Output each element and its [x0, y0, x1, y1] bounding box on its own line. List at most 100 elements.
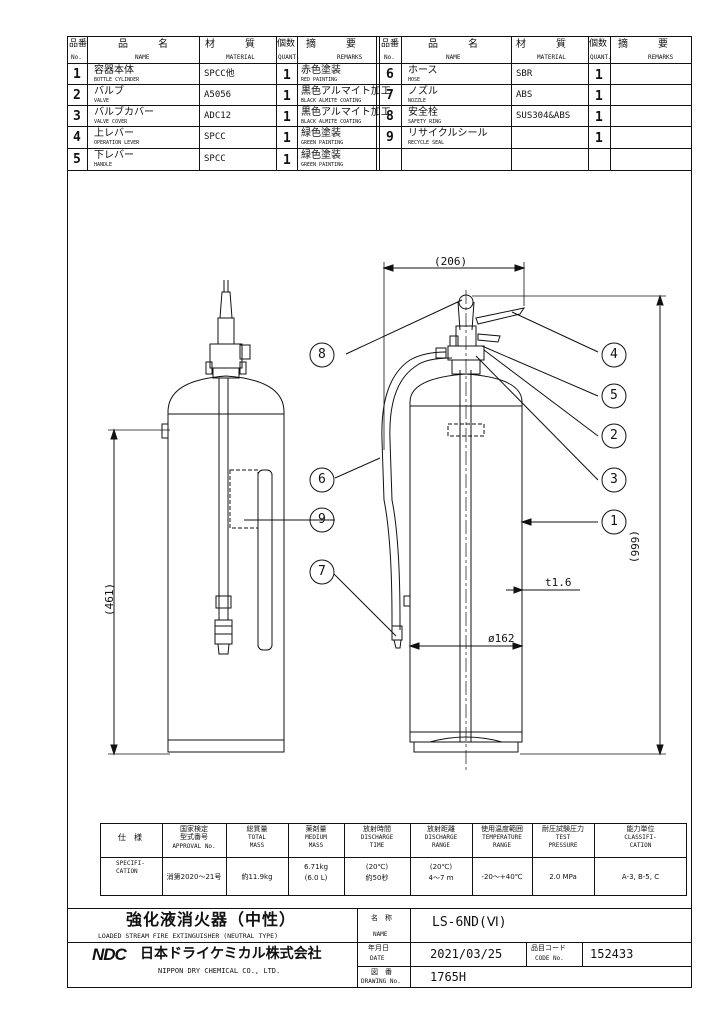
spec-col-en: DISCHARGE RANGE	[424, 834, 458, 849]
spec-value: (20℃)約50秒	[344, 862, 410, 884]
part-name: 容器本体	[94, 65, 134, 76]
drawing-no-value: 1765H	[430, 970, 467, 984]
spec-col-jp: 放射距離	[427, 825, 455, 833]
header-remarks: 摘 要	[306, 39, 356, 50]
part-quant: 1	[283, 110, 291, 125]
spec-col-en: DISCHARGE TIME	[360, 834, 394, 849]
callout-4: 4	[610, 347, 618, 362]
dim-height: (666)	[628, 530, 641, 564]
title-jp: 強化液消火器（中性）	[126, 910, 297, 929]
part-material: SBR	[516, 69, 533, 79]
part-name: リサイクルシール	[408, 128, 488, 139]
header-remarks-en: REMARKS	[337, 54, 363, 61]
part-remarks-en: BLACK ALMITE COATING	[301, 98, 362, 104]
callout-9: 9	[318, 512, 326, 527]
callout-5: 5	[610, 388, 618, 403]
code-label-en: CODE No.	[535, 955, 564, 962]
spec-value: 6.71kg(6.0 L)	[288, 862, 344, 884]
spec-value-v1: 約11.9kg	[241, 873, 273, 881]
part-quant: 1	[283, 89, 291, 104]
spec-col-jp: 使用温度範囲	[481, 825, 523, 833]
spec-value: -20～+40℃	[472, 872, 532, 883]
name-label: 名 称	[371, 914, 392, 922]
part-material: SPCC他	[204, 69, 235, 79]
part-name-en: HANDLE	[94, 162, 113, 168]
header-quant-r: 個数	[589, 39, 608, 49]
header-quant-en-r: QUANT.	[590, 54, 612, 61]
callout-3: 3	[610, 472, 618, 487]
spec-value-v1: A-3, B-5, C	[621, 873, 660, 881]
spec-value: 消第2020～21号	[162, 872, 226, 883]
spec-value: 約11.9kg	[226, 872, 288, 883]
part-quant: 1	[595, 110, 603, 125]
spec-col-en: TEST PRESSURE	[548, 834, 578, 849]
header-material: 材 質	[205, 39, 255, 50]
title-en: LOADED STREAM FIRE EXTINGUISHER (NEUTRAL…	[98, 932, 279, 940]
spec-value-v1: (20℃)	[365, 863, 389, 871]
header-name: 品 名	[118, 39, 168, 50]
spec-value: (20℃)4～7 m	[410, 862, 472, 884]
header-no: 品番	[69, 39, 88, 49]
part-no: 9	[386, 130, 394, 145]
part-remarks-en: GREEN PAINTING	[301, 162, 344, 168]
part-material: SUS304&ABS	[516, 111, 571, 121]
side-view	[108, 280, 285, 756]
spec-col-jp: 放射時間	[363, 825, 391, 833]
part-material: ADC12	[204, 111, 232, 121]
spec-col-en: TEMPERATURE RANGE	[482, 834, 522, 849]
header-material-en: MATERIAL	[226, 54, 255, 61]
spec-value: A-3, B-5, C	[594, 872, 687, 883]
spec-col-en: TOTAL MASS	[247, 834, 267, 849]
header-quant-en: QUANT.	[278, 54, 300, 61]
part-name: ホース	[408, 65, 438, 76]
part-remarks: 黒色アルマイト加工	[301, 86, 391, 97]
dim-left-height: (461)	[103, 582, 116, 616]
spec-value: 2.0 MPa	[532, 872, 594, 883]
dim-thickness: t1.6	[545, 576, 572, 589]
part-no: 1	[73, 67, 81, 82]
spec-col-jp: 能力単位	[626, 825, 655, 833]
part-no: 4	[73, 130, 81, 145]
spec-col-en: APPROVAL No.	[172, 842, 216, 850]
spec-col-jp: 耐圧試験圧力	[542, 825, 584, 833]
part-name: バルブカバー	[94, 107, 154, 118]
callout-2: 2	[610, 428, 618, 443]
header-name-en: NAME	[135, 54, 150, 61]
part-remarks-en: RED PAINTING	[301, 77, 338, 83]
part-name-en: BOTTLE CYLINDER	[94, 77, 140, 83]
spec-col-en: CLASSIFI- CATION	[624, 834, 657, 849]
code-label: 品目コード	[531, 944, 566, 952]
company-logo: NDC	[92, 945, 127, 964]
part-name-en: OPERATION LEVER	[94, 140, 140, 146]
header-quant: 個数	[277, 39, 296, 49]
part-name-en: SAFETY RING	[408, 119, 442, 125]
spec-value-v2: 4～7 m	[428, 874, 454, 883]
header-remarks-r: 摘 要	[618, 39, 668, 50]
part-remarks-en: BLACK ALMITE COATING	[301, 119, 362, 125]
part-quant: 1	[595, 89, 603, 104]
spec-value-v1: 6.71kg	[303, 863, 329, 871]
part-name: ノズル	[408, 86, 438, 97]
header-no-en-r: No.	[384, 54, 395, 61]
part-remarks: 緑色塗装	[301, 150, 341, 161]
front-view	[244, 262, 666, 770]
part-name: 安全栓	[408, 107, 438, 118]
part-no: 6	[386, 67, 394, 82]
part-no: 5	[73, 152, 81, 167]
date-label-en: DATE	[370, 955, 385, 962]
part-name-en: VALVE	[94, 98, 110, 104]
part-remarks: 黒色アルマイト加工	[301, 107, 391, 118]
spec-col-jp: 国家検定 型式番号	[180, 825, 208, 842]
part-quant: 1	[595, 131, 603, 146]
part-name: 上レバー	[94, 128, 134, 139]
drawing-no-label-en: DRAWING No.	[361, 978, 401, 985]
part-quant: 1	[283, 68, 291, 83]
part-name: 下レバー	[94, 150, 134, 161]
part-no: 2	[73, 88, 81, 103]
part-name-en: RECYCLE SEAL	[408, 140, 445, 146]
dim-diameter: ø162	[488, 632, 515, 645]
part-quant: 1	[283, 131, 291, 146]
